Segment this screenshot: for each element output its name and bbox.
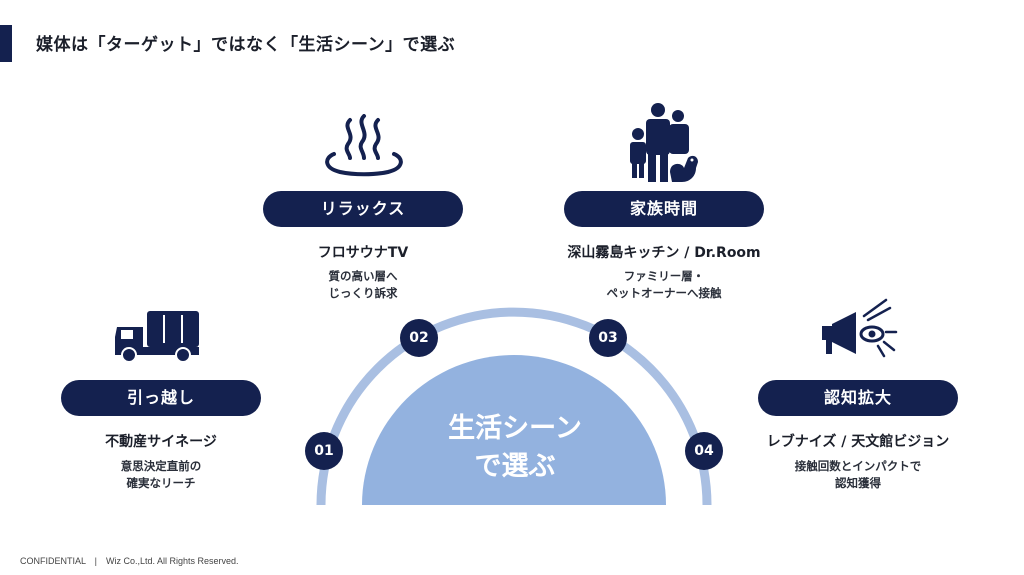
description-family-time: ファミリー層・ ペットオーナーへ接触 (606, 269, 722, 300)
megaphone-icon (822, 298, 898, 358)
outer-arc (316, 307, 712, 506)
label-pill-relax: リラックス (263, 191, 463, 227)
label-pill-family-time: 家族時間 (564, 191, 764, 227)
footer-copyright: CONFIDENTIAL | Wiz Co.,Ltd. All Rights R… (20, 556, 239, 566)
center-label-line1: 生活シーン (448, 413, 582, 444)
media-name-relax: フロサウナTV (317, 245, 409, 261)
center-label: 生活シーン で選ぶ (380, 410, 650, 486)
description-awareness: 接触回数とインパクトで 認知獲得 (794, 459, 922, 490)
media-name-awareness: レブナイズ / 天文館ビジョン (766, 434, 950, 450)
page-title: 媒体は「ターゲット」ではなく「生活シーン」で選ぶ (36, 35, 456, 55)
truck-icon (115, 311, 199, 363)
description-relax: 質の高い層へ じっくり訴求 (328, 269, 398, 300)
hot-spring-icon (325, 114, 403, 177)
step-number-04: 04 (685, 432, 723, 470)
media-name-family-time: 深山霧島キッチン / Dr.Room (567, 245, 761, 261)
label-pill-awareness: 認知拡大 (758, 380, 958, 416)
center-semicircle (362, 355, 666, 505)
label-pill-moving: 引っ越し (61, 380, 261, 416)
center-label-line2: で選ぶ (474, 451, 556, 482)
step-number-03: 03 (589, 319, 627, 357)
description-moving: 意思決定直前の 確実なリーチ (120, 459, 202, 490)
title-accent-bar (0, 25, 12, 62)
step-number-02: 02 (400, 319, 438, 357)
media-name-moving: 不動産サイネージ (105, 434, 217, 450)
step-number-01: 01 (305, 432, 343, 470)
family-icon (630, 103, 698, 182)
